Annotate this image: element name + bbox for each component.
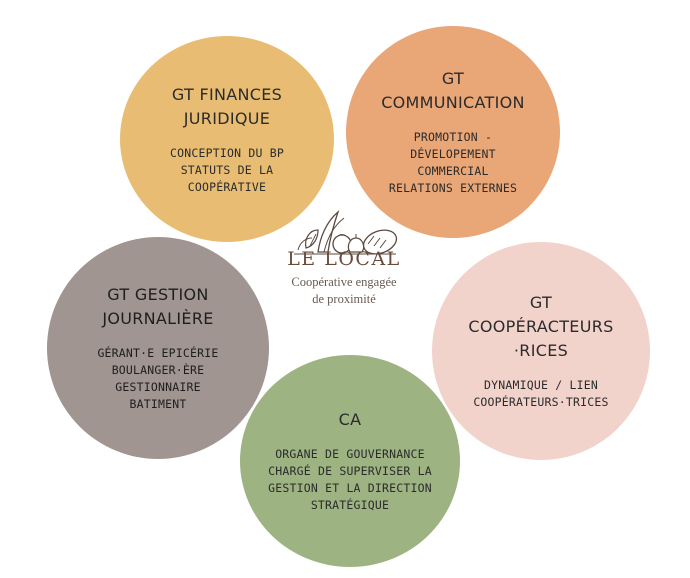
circle-title: GT COMMUNICATION	[381, 69, 525, 112]
circle-description: ORGANE DE GOUVERNANCE CHARGÉ DE SUPERVIS…	[268, 447, 432, 512]
circle-ca: CA ORGANE DE GOUVERNANCE CHARGÉ DE SUPER…	[240, 355, 460, 567]
circle-description: GÉRANT·E EPICÉRIE BOULANGER·ÈRE GESTIONN…	[97, 346, 219, 411]
circle-gt-communication: GT COMMUNICATION PROMOTION - DÉVELOPEMEN…	[346, 26, 560, 238]
circle-title: GT GESTION JOURNALIÈRE	[102, 285, 214, 328]
circle-title: GT FINANCES JURIDIQUE	[171, 84, 283, 128]
circle-gt-cooperacteurs: GT COOPÉRACTEURS ·RICES DYNAMIQUE / LIEN…	[432, 242, 650, 460]
circle-description: CONCEPTION DU BP STATUTS DE LA COOPÉRATI…	[170, 145, 284, 194]
circle-gt-finances-juridique: GT FINANCES JURIDIQUE CONCEPTION DU BP S…	[120, 36, 334, 242]
circle-title: CA	[338, 410, 362, 429]
brand-tagline: Coopérative engagée de proximité	[291, 275, 397, 306]
circle-title: GT COOPÉRACTEURS ·RICES	[468, 293, 614, 360]
circle-description: PROMOTION - DÉVELOPEMENT COMMERCIAL RELA…	[388, 130, 518, 195]
brand-name: LE LOCAL	[287, 248, 401, 270]
circle-description: DYNAMIQUE / LIEN COOPÉRATEURS·TRICES	[473, 378, 609, 409]
le-local-logo: LE LOCAL Coopérative engagée de proximit…	[274, 208, 414, 338]
circle-gt-gestion-journaliere: GT GESTION JOURNALIÈRE GÉRANT·E EPICÉRIE…	[47, 237, 269, 459]
produce-basket-icon	[294, 210, 398, 255]
